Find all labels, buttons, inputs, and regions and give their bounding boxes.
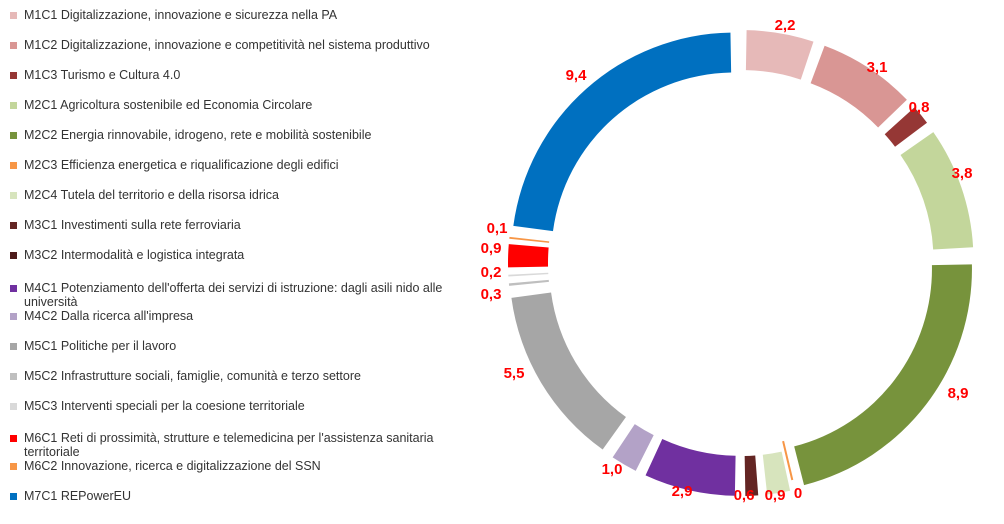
- legend-swatch: [10, 102, 17, 109]
- donut-slice: [810, 45, 907, 128]
- legend-item: M2C2 Energia rinnovabile, idrogeno, rete…: [10, 128, 460, 142]
- data-label: 8,9: [948, 385, 969, 402]
- legend-swatch: [10, 493, 17, 500]
- data-label: 0,6: [734, 487, 755, 504]
- legend-label: M5C3 Interventi speciali per la coesione…: [24, 399, 305, 413]
- legend-label: M2C2 Energia rinnovabile, idrogeno, rete…: [24, 128, 372, 142]
- legend-item: M6C1 Reti di prossimità, strutture e tel…: [10, 431, 460, 459]
- legend-item: M3C1 Investimenti sulla rete ferroviaria: [10, 218, 460, 232]
- donut-slice: [612, 424, 654, 471]
- data-label: 5,5: [504, 365, 525, 382]
- legend-item: M1C1 Digitalizzazione, innovazione e sic…: [10, 8, 460, 22]
- donut-slice: [513, 32, 732, 232]
- legend-item: M2C4 Tutela del territorio e della risor…: [10, 188, 460, 202]
- legend-label: M1C2 Digitalizzazione, innovazione e com…: [24, 38, 430, 52]
- legend-swatch: [10, 435, 17, 442]
- donut-slice: [900, 132, 974, 250]
- legend-label: M1C3 Turismo e Cultura 4.0: [24, 68, 181, 82]
- legend-item: M5C2 Infrastrutture sociali, famiglie, c…: [10, 369, 460, 383]
- legend-item: M2C1 Agricoltura sostenibile ed Economia…: [10, 98, 460, 112]
- legend-item: M2C3 Efficienza energetica e riqualifica…: [10, 158, 460, 172]
- legend-item: M4C1 Potenziamento dell'offerta dei serv…: [10, 281, 460, 309]
- legend-label: M2C1 Agricoltura sostenibile ed Economia…: [24, 98, 313, 112]
- data-label: 2,9: [672, 483, 693, 500]
- legend-item: M7C1 REPowerEU: [10, 489, 460, 503]
- legend-swatch: [10, 403, 17, 410]
- donut-slice: [511, 292, 626, 450]
- legend-label: M5C2 Infrastrutture sociali, famiglie, c…: [24, 369, 361, 383]
- legend-swatch: [10, 192, 17, 199]
- data-label: 0,3: [481, 286, 502, 303]
- donut-slice: [508, 272, 549, 277]
- data-label: 0,2: [481, 264, 502, 281]
- legend-label: M7C1 REPowerEU: [24, 489, 131, 503]
- data-label: 2,2: [775, 17, 796, 34]
- legend-label: M3C2 Intermodalità e logistica integrata: [24, 248, 245, 262]
- legend-label: M5C1 Politiche per il lavoro: [24, 339, 177, 353]
- legend-swatch: [10, 162, 17, 169]
- data-label: 0: [794, 485, 802, 502]
- donut-slice: [509, 236, 550, 243]
- donut-slice: [745, 30, 814, 80]
- legend-swatch: [10, 72, 17, 79]
- donut-slice: [782, 440, 794, 481]
- legend-item: M3C2 Intermodalità e logistica integrata: [10, 248, 460, 262]
- legend-item: M1C2 Digitalizzazione, innovazione e com…: [10, 38, 460, 52]
- legend-label: M2C4 Tutela del territorio e della risor…: [24, 188, 279, 202]
- legend-swatch: [10, 313, 17, 320]
- donut-slice: [645, 438, 736, 496]
- donut-slice: [884, 107, 928, 147]
- legend-label: M4C2 Dalla ricerca all'impresa: [24, 309, 194, 323]
- chart-legend: M1C1 Digitalizzazione, innovazione e sic…: [10, 0, 465, 524]
- data-label: 1,0: [602, 461, 623, 478]
- legend-swatch: [10, 285, 17, 292]
- data-label: 3,8: [952, 165, 973, 182]
- data-label: 0,9: [481, 240, 502, 257]
- legend-item: M5C3 Interventi speciali per la coesione…: [10, 399, 460, 413]
- donut-slice: [508, 244, 549, 268]
- data-label: 0,1: [487, 220, 508, 237]
- donut-slice: [744, 455, 759, 496]
- legend-swatch: [10, 12, 17, 19]
- legend-label: M6C1 Reti di prossimità, strutture e tel…: [24, 431, 434, 459]
- legend-swatch: [10, 222, 17, 229]
- legend-swatch: [10, 373, 17, 380]
- legend-label: M2C3 Efficienza energetica e riqualifica…: [24, 158, 339, 172]
- donut-slice: [508, 279, 549, 286]
- legend-swatch: [10, 343, 17, 350]
- legend-swatch: [10, 463, 17, 470]
- legend-item: M6C2 Innovazione, ricerca e digitalizzaz…: [10, 459, 460, 473]
- legend-item: M1C3 Turismo e Cultura 4.0: [10, 68, 460, 82]
- legend-swatch: [10, 132, 17, 139]
- data-label: 0,8: [909, 99, 930, 116]
- data-label: 0,9: [765, 487, 786, 504]
- legend-swatch: [10, 252, 17, 259]
- legend-item: M4C2 Dalla ricerca all'impresa: [10, 309, 460, 323]
- donut-slice: [794, 264, 972, 486]
- legend-label: M3C1 Investimenti sulla rete ferroviaria: [24, 218, 241, 232]
- legend-label: M4C1 Potenziamento dell'offerta dei serv…: [24, 281, 443, 309]
- donut-slice: [762, 451, 791, 495]
- legend-label: M1C1 Digitalizzazione, innovazione e sic…: [24, 8, 338, 22]
- legend-item: M5C1 Politiche per il lavoro: [10, 339, 460, 353]
- legend-label: M6C2 Innovazione, ricerca e digitalizzaz…: [24, 459, 321, 473]
- data-label: 9,4: [566, 67, 588, 84]
- data-label: 3,1: [867, 59, 888, 76]
- legend-swatch: [10, 42, 17, 49]
